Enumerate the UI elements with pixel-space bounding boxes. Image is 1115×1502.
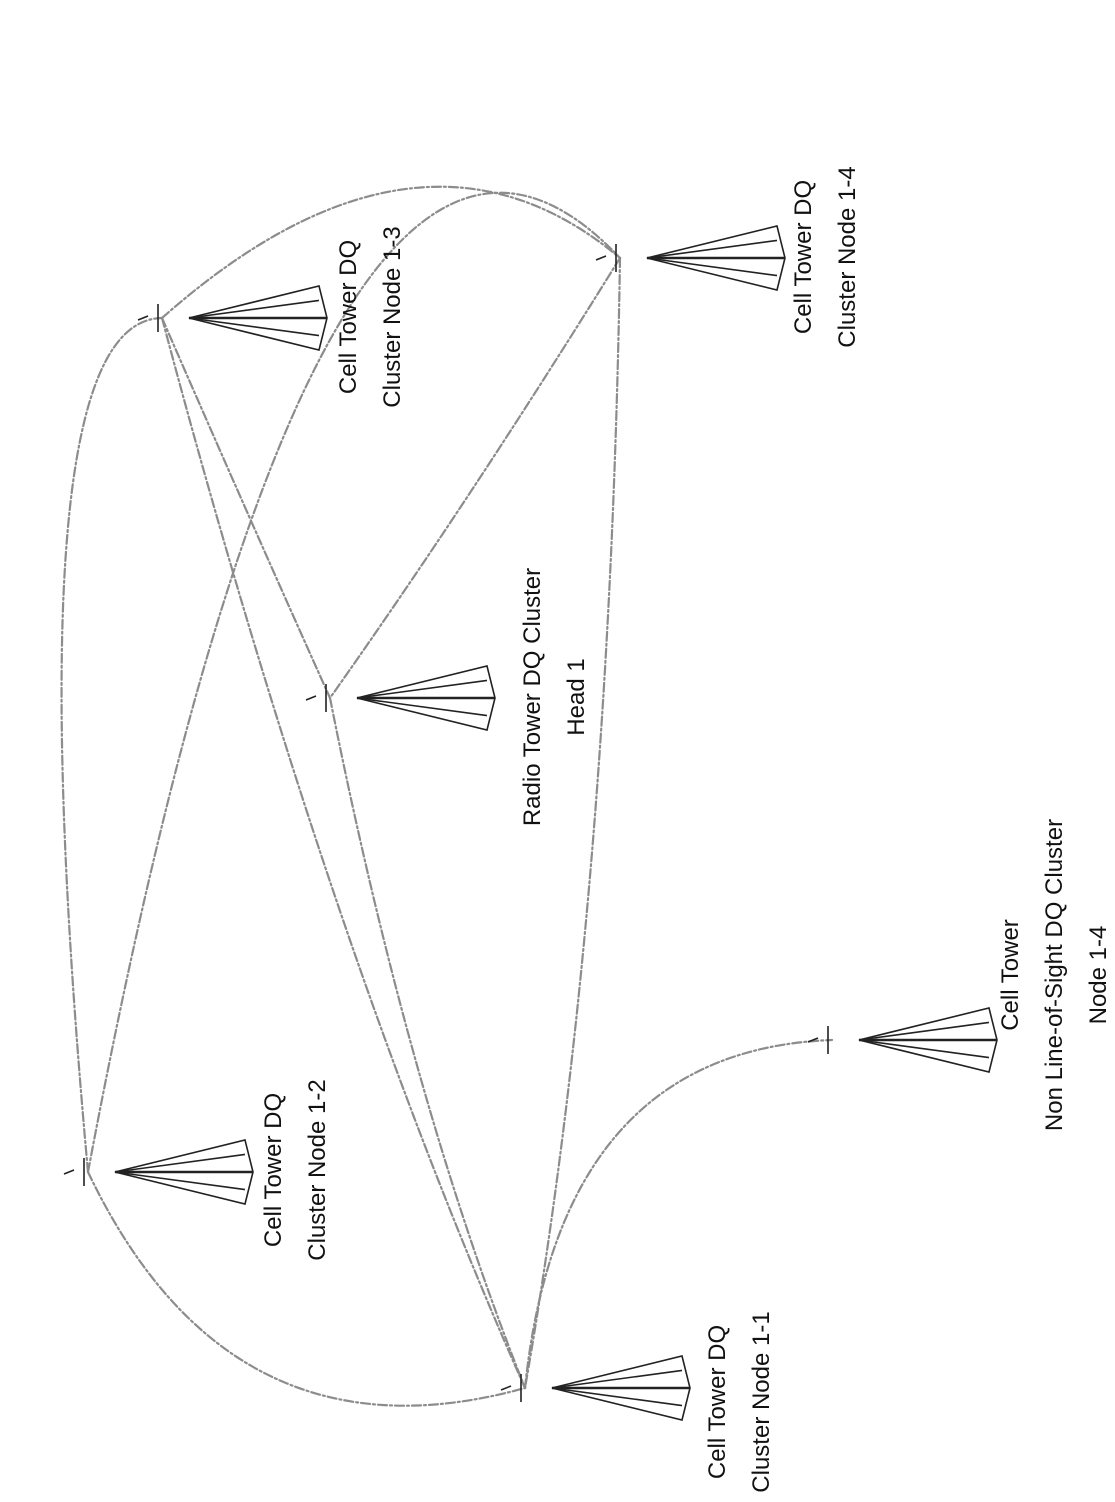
label-line: Cluster Node 1-3 — [379, 226, 406, 408]
label-cluster-node-1-4: Cell Tower DQ Cluster Node 1-4 — [782, 166, 870, 347]
tower-icon-n12 — [63, 1139, 254, 1205]
label-cluster-node-1-2: Cell Tower DQ Cluster Node 1-2 — [252, 1079, 340, 1260]
link-n12-n11 — [86, 1170, 527, 1407]
label-line: Node 1-4 — [1085, 925, 1112, 1025]
label-cluster-head-1: Radio Tower DQ Cluster Head 1 — [511, 568, 599, 826]
link-n14-n11 — [523, 256, 622, 1390]
link-head-n11 — [328, 696, 527, 1390]
tower-icon-n11 — [500, 1355, 691, 1421]
link-n12-n13 — [60, 316, 164, 1174]
label-line: Cell Tower DQ — [335, 239, 362, 395]
tower-icon-nlos — [807, 1007, 998, 1073]
label-line: Cell Tower DQ — [260, 1092, 287, 1248]
label-line: Head 1 — [563, 658, 590, 736]
label-line: Cluster Node 1-2 — [304, 1079, 331, 1261]
label-line: Cell Tower DQ — [704, 1324, 731, 1480]
label-line: Radio Tower DQ Cluster — [519, 567, 546, 827]
label-line: Cell Tower — [997, 919, 1024, 1031]
tower-icon-n13 — [137, 285, 328, 351]
label-line: Cell Tower DQ — [790, 179, 817, 335]
link-n13-n14 — [160, 185, 622, 320]
label-cluster-node-1-3: Cell Tower DQ Cluster Node 1-3 — [327, 226, 415, 407]
tower-icon-n14 — [595, 225, 786, 291]
label-line: Non Line-of-Sight DQ Cluster — [1041, 818, 1068, 1132]
tower-icon-head — [305, 665, 496, 731]
label-nlos-node-1-4: Cell Tower Non Line-of-Sight DQ Cluster … — [989, 819, 1115, 1131]
label-line: Cluster Node 1-1 — [748, 1311, 775, 1493]
link-n12-n14 — [86, 191, 622, 1174]
label-line: Cluster Node 1-4 — [834, 166, 861, 348]
link-n14-head — [328, 256, 622, 700]
link-n13-n11 — [160, 316, 527, 1390]
label-cluster-node-1-1: Cell Tower DQ Cluster Node 1-1 — [696, 1311, 784, 1492]
link-n11-nlos — [523, 1038, 834, 1390]
link-n13-head — [160, 316, 332, 700]
